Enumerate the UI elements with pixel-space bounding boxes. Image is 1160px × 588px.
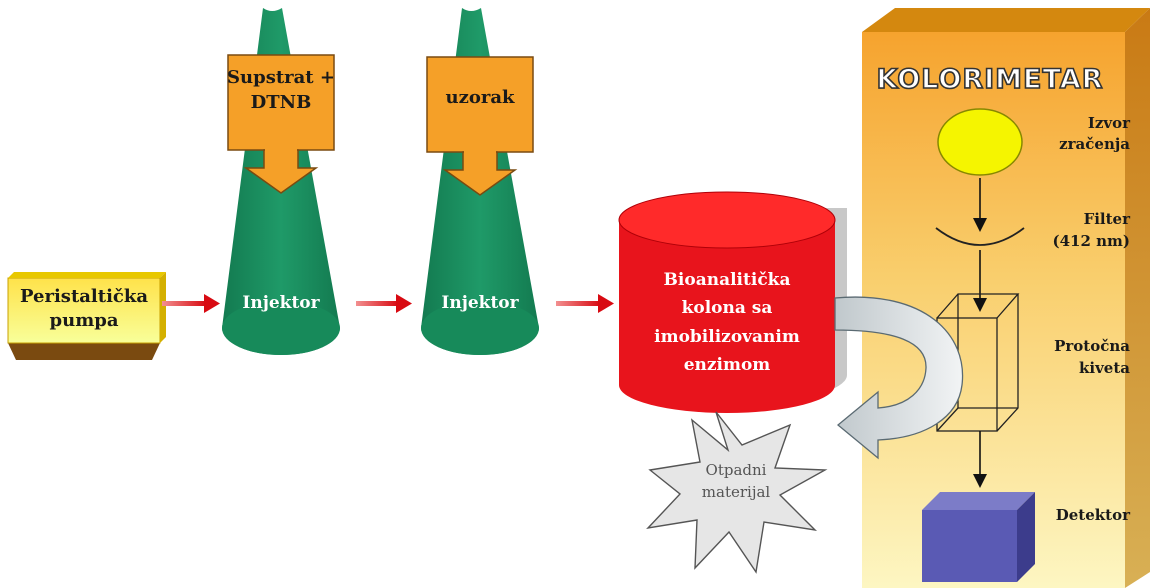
reagent-box-1 — [227, 54, 335, 194]
bioanalytical-column — [618, 191, 847, 413]
flow-arrow-1 — [162, 294, 220, 313]
injector-1-label: Injektor — [242, 293, 320, 313]
reagent-box-2-line1: uzorak — [446, 87, 515, 108]
reagent-box-1-line1: Supstrat + — [227, 67, 335, 88]
source-label-line2: zračenja — [1059, 135, 1130, 153]
beam-arrow-2-head — [973, 298, 987, 312]
injector-2-label: Injektor — [441, 293, 519, 313]
detector-cube — [922, 492, 1035, 582]
colorimeter-panel-side — [1125, 8, 1150, 588]
detector-label: Detektor — [1056, 506, 1131, 524]
filter-lens — [935, 227, 1025, 246]
radiation-source — [937, 108, 1023, 176]
waste-label-line1: Otpadni — [706, 461, 767, 479]
colorimeter-panel-top — [862, 8, 1150, 32]
column-label-line2: kolona sa — [682, 298, 773, 318]
column-label-line4: enzimom — [684, 355, 771, 375]
waste-label-line2: materijal — [702, 483, 771, 501]
cuvette-label-line1: Protočna — [1054, 337, 1130, 355]
flow-arrow-3 — [556, 294, 614, 313]
column-label-line1: Bioanalitička — [664, 270, 791, 290]
peristaltic-pump — [7, 272, 166, 360]
column-label-line3: imobilizovanim — [654, 327, 800, 347]
reagent-box-2 — [426, 56, 534, 196]
cuvette-label-line2: kiveta — [1079, 359, 1130, 377]
filter-label-line1: Filter — [1084, 210, 1132, 228]
flow-arrow-2 — [356, 294, 412, 313]
reagent-box-1-line2: DTNB — [251, 92, 312, 113]
pump-label-line1: Peristaltička — [20, 286, 148, 307]
beam-arrow-3-head — [973, 474, 987, 488]
colorimeter-title: KOLORIMETAR — [876, 64, 1103, 95]
waste-starburst — [646, 411, 828, 574]
pump-label-line2: pumpa — [50, 310, 119, 331]
source-label-line1: Izvor — [1088, 114, 1131, 132]
filter-label-line2: (412 nm) — [1052, 232, 1130, 250]
curved-flow-arrow — [834, 296, 964, 460]
beam-arrow-1-head — [973, 218, 987, 232]
